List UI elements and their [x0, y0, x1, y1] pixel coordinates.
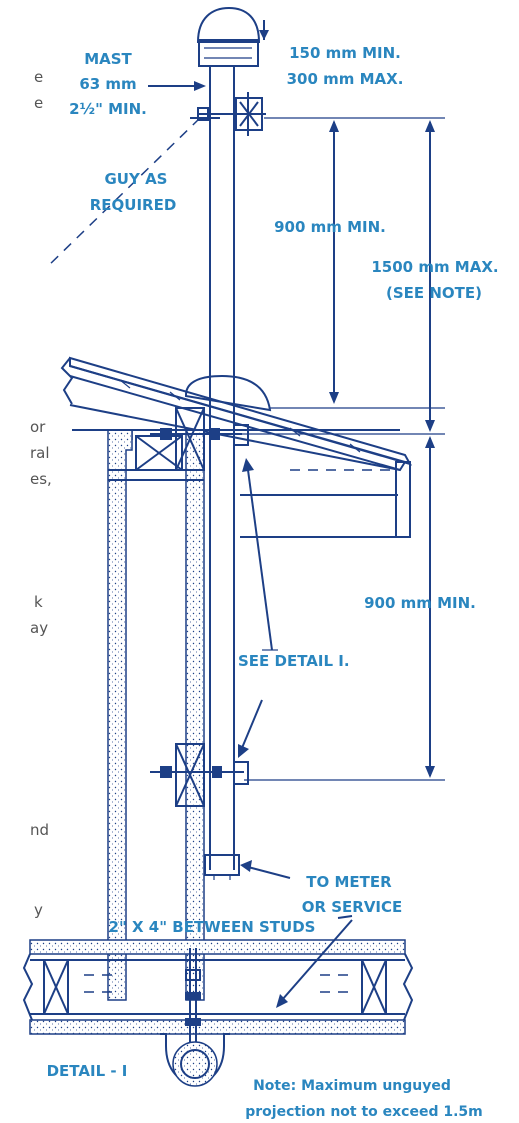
top-max-label: 300 mm MAX.: [287, 70, 404, 88]
lower-mounting-block: [150, 743, 249, 807]
mast-size-label: 63 mm: [79, 75, 136, 93]
upper-900-label: 900 mm MIN.: [274, 218, 386, 236]
upper-mounting-block: [150, 407, 249, 471]
fragment-text: k: [34, 593, 43, 611]
fragment-text: ay: [30, 619, 48, 637]
fragment-text: or: [30, 418, 46, 436]
studs-label: 2" X 4" BETWEEN STUDS: [109, 918, 316, 936]
dimension-lines: [242, 20, 445, 781]
guy-wire: [45, 117, 201, 269]
wall-studs: [107, 429, 205, 1001]
mast-pipe: [204, 66, 240, 880]
fragment-text: e: [34, 68, 43, 86]
diagram-labels: MAST 63 mm 2½" MIN. 150 mm MIN. 300 mm M…: [47, 44, 499, 1120]
guy-clamp: [197, 92, 266, 136]
to-meter-label: TO METER: [306, 873, 392, 891]
fragment-text: y: [34, 901, 43, 919]
top-min-label: 150 mm MIN.: [289, 44, 401, 62]
see-note-label: (SEE NOTE): [386, 284, 482, 302]
or-service-label: OR SERVICE: [302, 898, 403, 916]
mast-label: MAST: [84, 50, 132, 68]
fragment-text: es,: [30, 470, 52, 488]
weatherhead: [196, 6, 261, 67]
detail-label: DETAIL - I: [47, 1062, 128, 1080]
mast-min-label: 2½" MIN.: [69, 100, 147, 118]
max-1500-label: 1500 mm MAX.: [371, 258, 498, 276]
fragment-text: e: [34, 94, 43, 112]
fragment-text: ral: [30, 444, 50, 462]
guy-label: GUY AS: [105, 170, 168, 188]
note-line-2: projection not to exceed 1.5m: [245, 1104, 483, 1120]
note-line-1: Note: Maximum unguyed: [253, 1078, 451, 1094]
detail-i-drawing: [22, 915, 414, 1087]
guy-required-label: REQUIRED: [90, 196, 177, 214]
leader-arrows: [148, 81, 291, 879]
see-detail-label: SEE DETAIL I.: [238, 652, 350, 670]
fragment-text: nd: [30, 821, 49, 839]
lower-900-label: 900 mm MIN.: [364, 594, 476, 612]
cropped-text-fragments: e e or ral es, k ay nd y: [30, 68, 52, 919]
